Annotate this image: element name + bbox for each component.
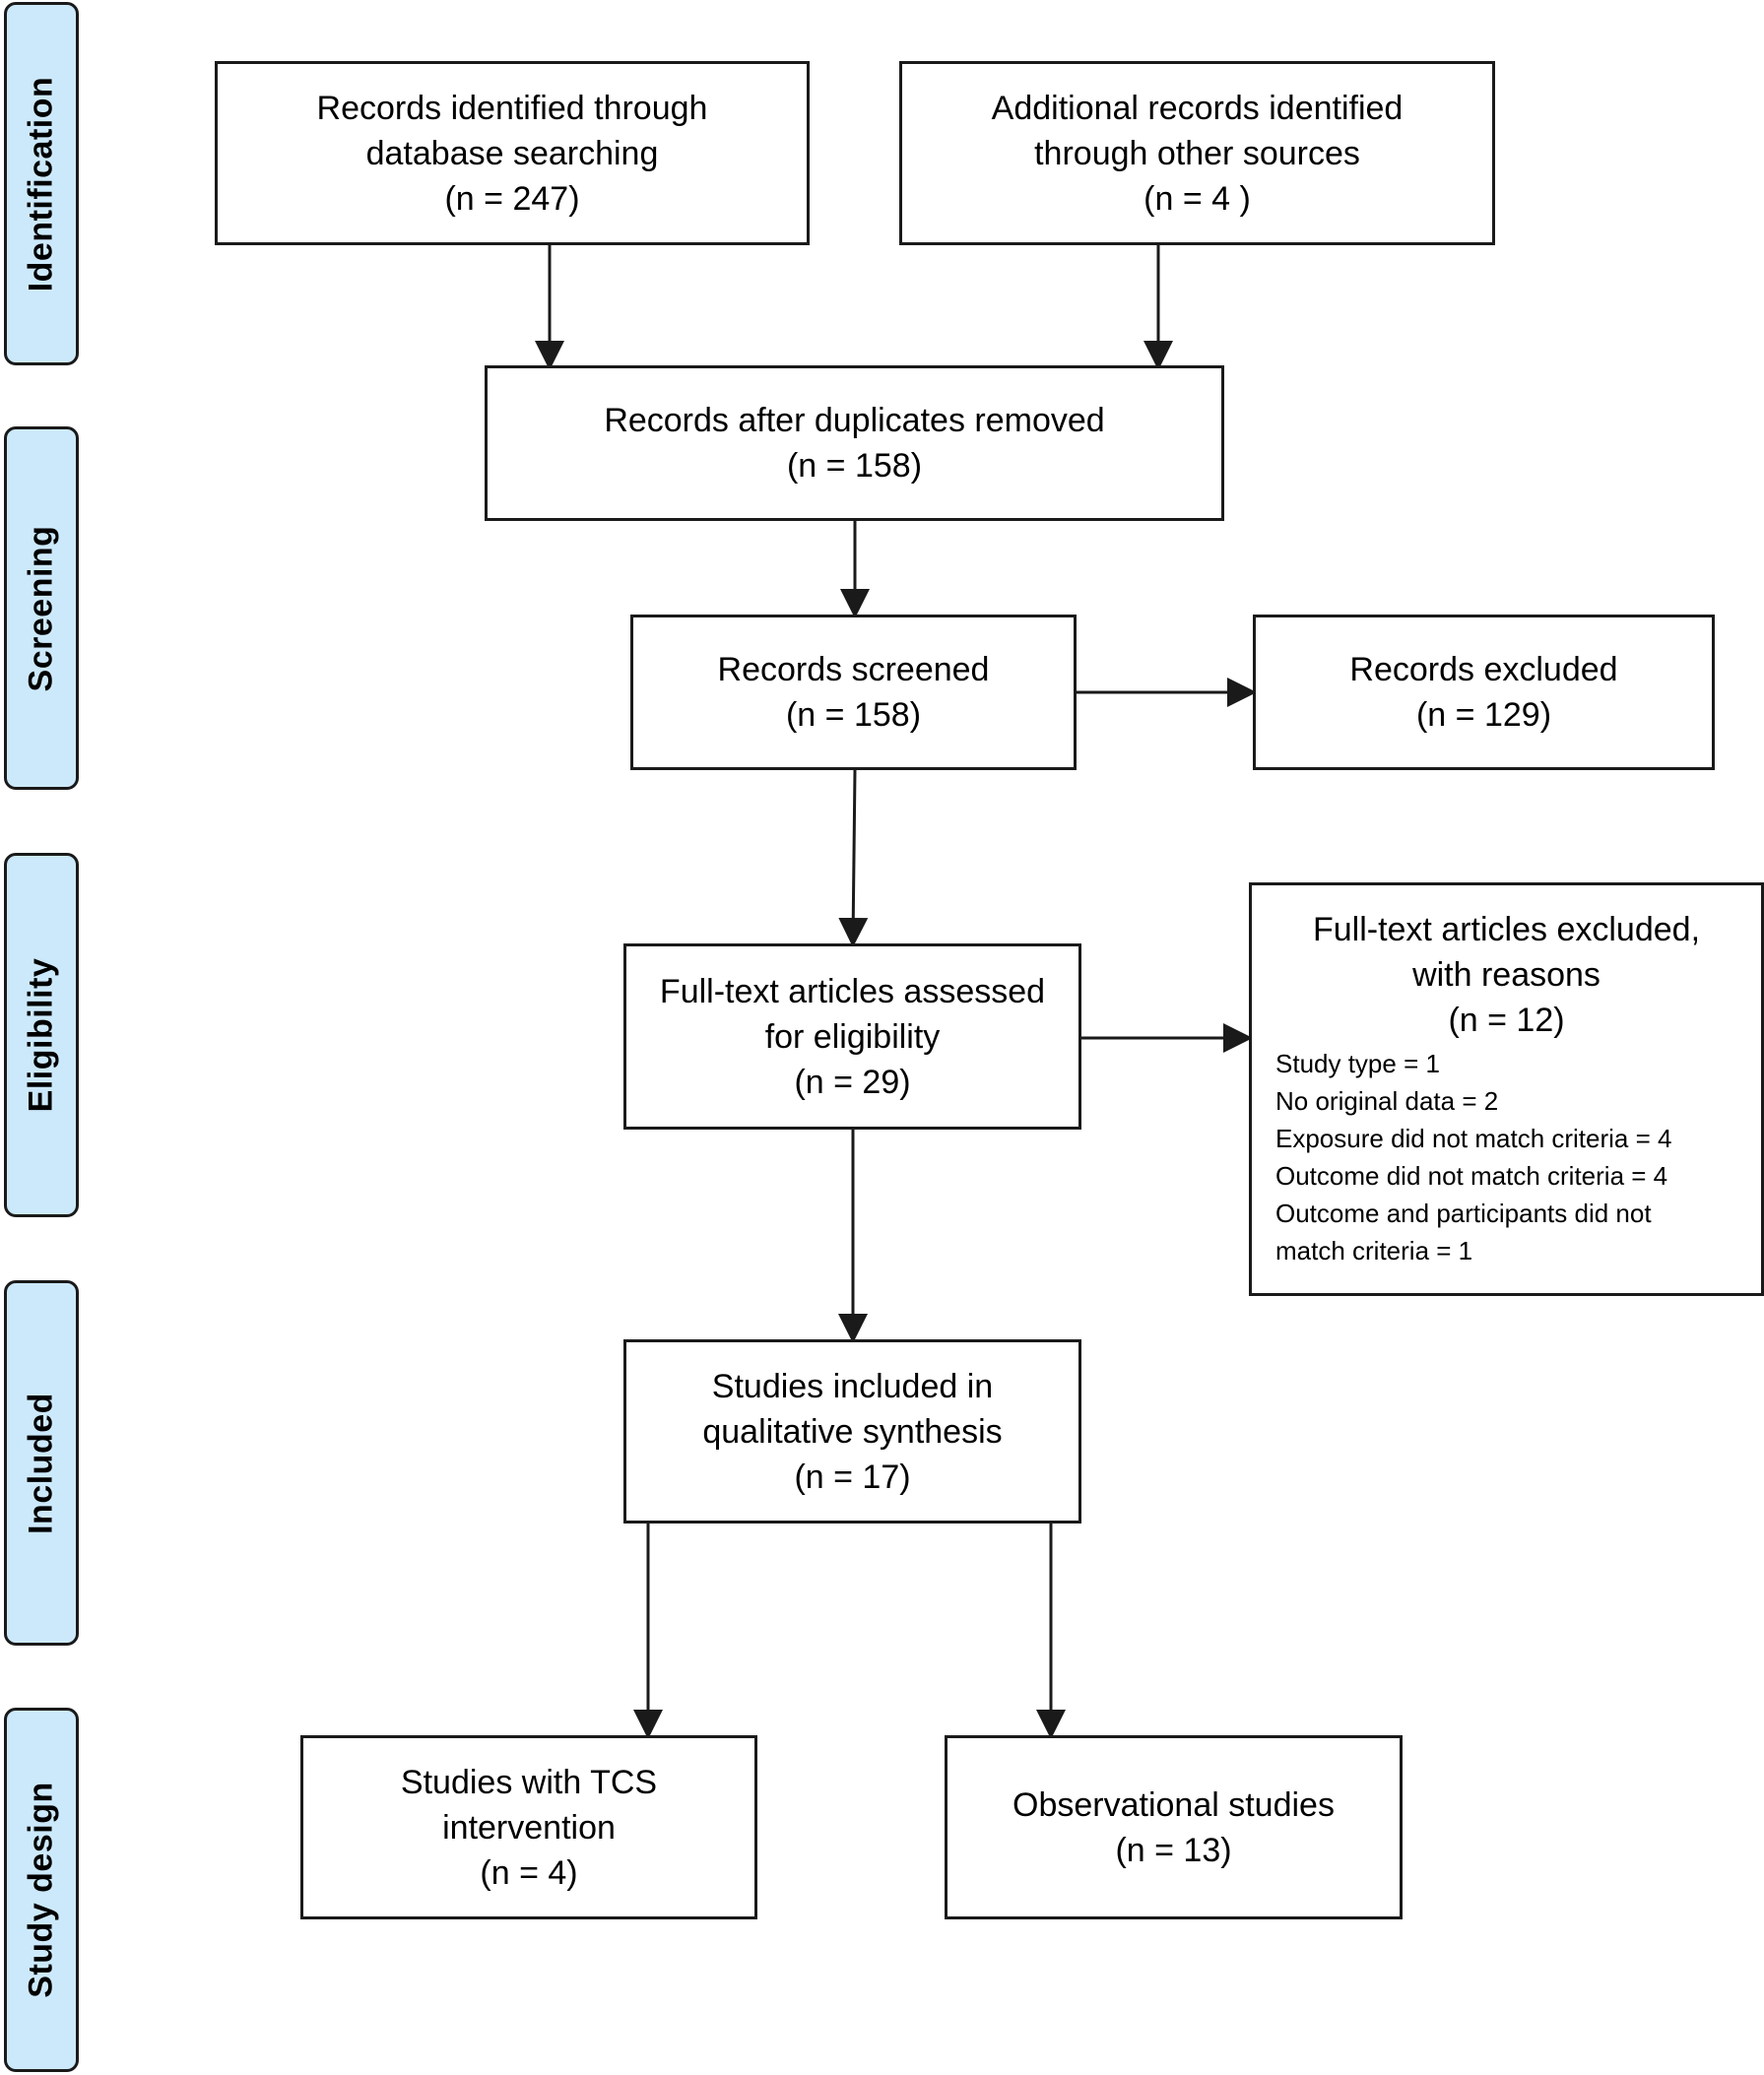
box-line: Records excluded bbox=[1349, 651, 1618, 688]
box-count: (n = 129) bbox=[1415, 696, 1552, 734]
box-count: (n = 158) bbox=[786, 447, 923, 485]
box-line: qualitative synthesis bbox=[702, 1412, 1003, 1451]
exclusion-reason: Exposure did not match criteria = 4 bbox=[1275, 1124, 1672, 1153]
exclusion-reason: match criteria = 1 bbox=[1275, 1236, 1473, 1265]
box-count: (n = 12) bbox=[1448, 1002, 1565, 1039]
box-count: (n = 17) bbox=[794, 1458, 911, 1496]
phase-tab-included: Included bbox=[4, 1280, 79, 1646]
box-line: Observational studies bbox=[1013, 1785, 1335, 1824]
box-tcs-intervention: Studies with TCS intervention (n = 4) bbox=[300, 1735, 757, 1919]
exclusion-reason: Outcome did not match criteria = 4 bbox=[1275, 1161, 1668, 1191]
box-count: (n = 4) bbox=[480, 1853, 578, 1892]
box-fulltext-excluded: Full-text articles excluded, with reason… bbox=[1249, 882, 1764, 1296]
box-count: (n = 158) bbox=[785, 696, 922, 734]
phase-tab-eligibility: Eligibility bbox=[4, 853, 79, 1217]
box-count: (n = 29) bbox=[794, 1063, 911, 1101]
box-line: Records identified through bbox=[316, 89, 708, 127]
box-records-excluded: Records excluded (n = 129) bbox=[1253, 615, 1715, 770]
box-count: (n = 247) bbox=[444, 179, 580, 218]
box-line: Records screened bbox=[717, 651, 990, 688]
exclusion-reason: No original data = 2 bbox=[1275, 1086, 1499, 1116]
box-line: with reasons bbox=[1412, 956, 1601, 994]
box-line: Records after duplicates removed bbox=[604, 402, 1105, 439]
exclusion-reason: Outcome and participants did not bbox=[1275, 1199, 1652, 1228]
phase-tab-screening: Screening bbox=[4, 426, 79, 790]
exclusion-reason: Study type = 1 bbox=[1275, 1049, 1440, 1078]
box-count: (n = 13) bbox=[1115, 1831, 1232, 1869]
box-database-searching: Records identified through database sear… bbox=[215, 61, 810, 245]
box-line: Full-text articles assessed bbox=[659, 972, 1046, 1010]
box-fulltext-assessed: Full-text articles assessed for eligibil… bbox=[623, 943, 1081, 1130]
box-count: (n = 4 ) bbox=[1143, 179, 1251, 218]
box-line: through other sources bbox=[1034, 134, 1360, 172]
phase-tab-identification: Identification bbox=[4, 2, 79, 365]
box-other-sources: Additional records identified through ot… bbox=[899, 61, 1495, 245]
box-records-screened: Records screened (n = 158) bbox=[630, 615, 1077, 770]
box-line: Additional records identified bbox=[991, 89, 1404, 127]
box-line: database searching bbox=[365, 134, 659, 172]
box-duplicates-removed: Records after duplicates removed (n = 15… bbox=[485, 365, 1224, 521]
box-line: intervention bbox=[442, 1808, 616, 1847]
box-line: Studies with TCS bbox=[400, 1763, 658, 1801]
box-line: Full-text articles excluded, bbox=[1312, 911, 1701, 948]
phase-tab-study-design: Study design bbox=[4, 1708, 79, 2072]
box-line: for eligibility bbox=[764, 1017, 941, 1056]
arrow-screened-to-fulltext bbox=[838, 769, 869, 947]
box-line: Studies included in bbox=[711, 1367, 994, 1405]
box-observational-studies: Observational studies (n = 13) bbox=[945, 1735, 1403, 1919]
exclusion-reasons-list: Study type = 1 No original data = 2 Expo… bbox=[1252, 1045, 1761, 1269]
box-studies-included: Studies included in qualitative synthesi… bbox=[623, 1339, 1081, 1524]
